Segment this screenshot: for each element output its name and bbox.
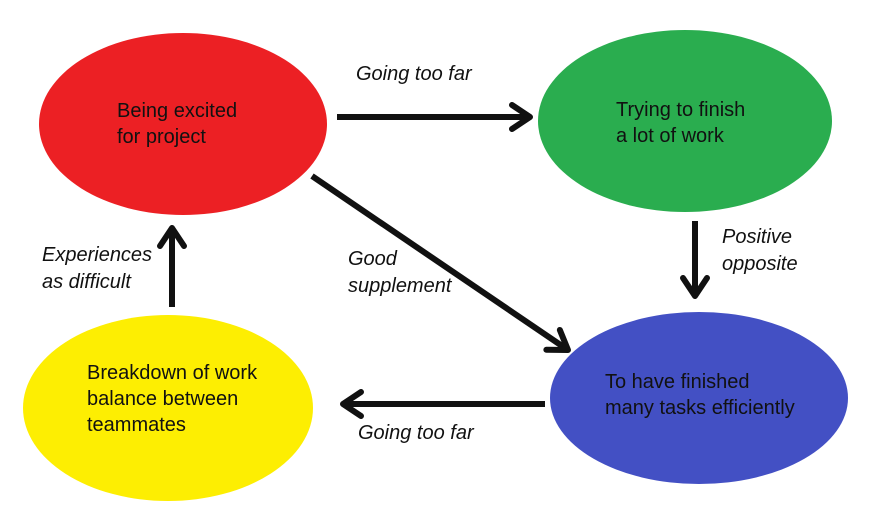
node-label-line: To have finished <box>605 371 750 393</box>
node-label-finished-tasks: To have finished many tasks efficiently <box>605 369 795 421</box>
edge-label-good-supplement: Good supplement <box>348 246 451 300</box>
edge-label-line: supplement <box>348 275 452 297</box>
node-label-line: balance between <box>87 388 239 410</box>
edge-label-positive-opposite: Positive opposite <box>722 224 798 278</box>
edge-label-line: Experiences <box>42 244 153 266</box>
node-ellipse-being-excited <box>39 33 327 215</box>
node-label-line: Being excited <box>117 100 238 122</box>
edge-label-going-too-far-top: Going too far <box>356 61 472 88</box>
node-label-trying-to-finish: Trying to finish a lot of work <box>616 97 745 149</box>
node-label-line: a lot of work <box>616 125 724 147</box>
node-label-being-excited: Being excited for project <box>117 98 237 150</box>
node-ellipse-finished-tasks <box>550 312 848 484</box>
node-ellipse-trying-to-finish <box>538 30 832 212</box>
node-label-line: for project <box>117 126 206 148</box>
arrow-red-to-blue <box>310 173 571 353</box>
node-ellipse-breakdown <box>23 315 313 501</box>
edge-label-line: Good <box>348 248 397 270</box>
node-label-breakdown: Breakdown of work balance between teamma… <box>87 360 257 438</box>
edge-label-line: opposite <box>722 253 798 275</box>
node-label-line: many tasks efficiently <box>605 397 795 419</box>
edge-label-line: Going too far <box>358 422 474 444</box>
edge-label-line: as difficult <box>42 271 131 293</box>
node-label-line: teammates <box>87 414 186 436</box>
node-label-line: Breakdown of work <box>87 362 258 384</box>
edge-label-experiences-as-difficult: Experiences as difficult <box>42 242 152 296</box>
edge-label-going-too-far-bottom: Going too far <box>358 420 474 447</box>
edge-label-line: Positive <box>722 226 793 248</box>
node-label-line: Trying to finish <box>616 99 746 121</box>
edge-label-line: Going too far <box>356 63 472 85</box>
